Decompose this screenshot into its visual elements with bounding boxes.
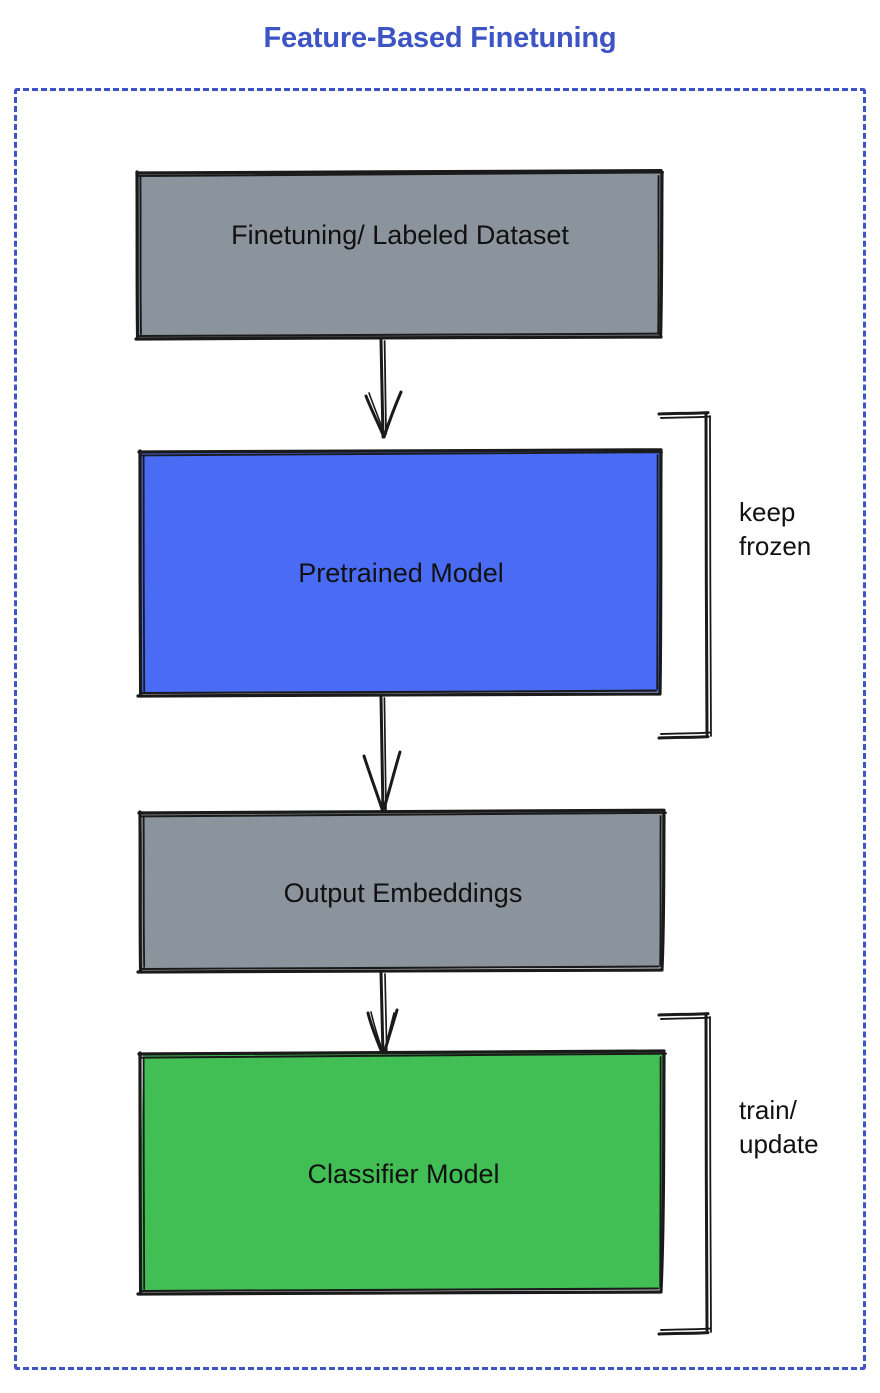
node-label-embeddings: Output Embeddings	[283, 878, 523, 908]
node-embeddings[interactable]	[139, 810, 666, 972]
node-label-dataset: Finetuning/ Labeled Dataset	[231, 220, 569, 250]
node-classifier[interactable]	[139, 1051, 666, 1294]
dashed-boundary-container	[14, 88, 866, 1370]
node-dataset[interactable]	[137, 171, 664, 339]
node-pretrained[interactable]	[139, 450, 663, 696]
node-label-classifier: Classifier Model	[307, 1159, 500, 1189]
page-title: Feature-Based Finetuning	[263, 22, 617, 54]
annotation-train-update: train/ update	[739, 1095, 819, 1160]
annotation-keep-frozen: keep frozen	[739, 497, 812, 562]
node-label-pretrained: Pretrained Model	[298, 558, 504, 588]
